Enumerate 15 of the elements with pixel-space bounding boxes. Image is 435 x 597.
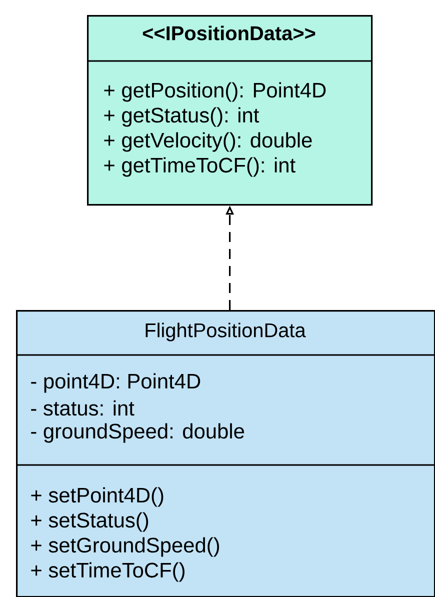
- interface-box: [87, 15, 373, 206]
- method-text: + getVelocity(): double: [104, 132, 312, 152]
- class-box: [16, 310, 435, 597]
- method-text: + getStatus(): int: [104, 107, 260, 127]
- method-text: + setPoint4D(): [31, 487, 164, 507]
- attribute-text: - groundSpeed: double: [31, 423, 244, 443]
- attribute-text: - point4D: Point4D: [31, 373, 200, 393]
- method-text: + getPosition(): Point4D: [104, 82, 326, 102]
- method-text: + setStatus(): [31, 512, 148, 532]
- interface-name: <<IPositionData>>: [142, 26, 316, 40]
- method-text: + setGroundSpeed(): [31, 537, 220, 557]
- method-text: + setTimeToCF(): [31, 562, 184, 582]
- attribute-text: - status: int: [31, 400, 134, 416]
- method-text: + getTimeToCF(): int: [104, 157, 296, 177]
- class-name: FlightPositionData: [146, 322, 306, 342]
